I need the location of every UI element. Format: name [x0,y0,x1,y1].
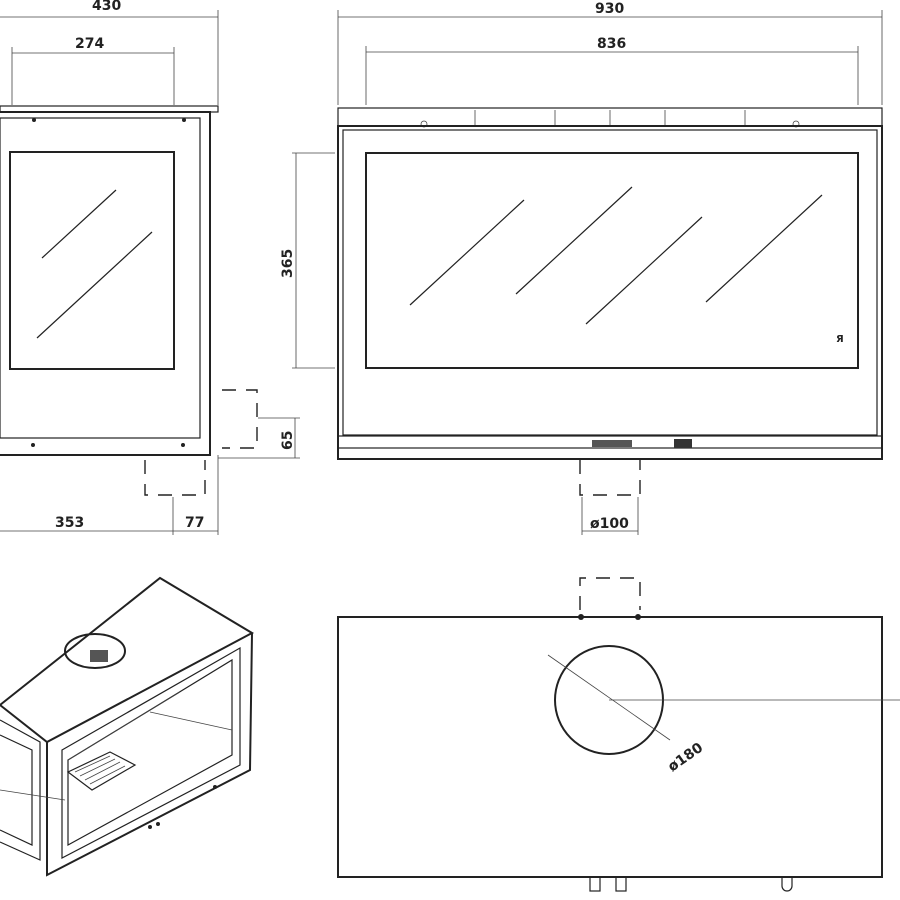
dim-flue-diameter: ø100 [590,516,629,532]
dim-side-width: 430 [92,0,121,14]
top-view: ø180 [337,577,900,892]
dim-front-width: 930 [595,1,624,17]
side-view: 430 274 65 353 77 [0,0,300,535]
isometric-view [0,576,255,877]
brand-mark: Я [836,334,844,345]
dim-flue-offset-height: 65 [280,431,296,450]
front-view: 930 836 Я 365 ø100 [280,1,883,535]
dim-glass-height: 365 [280,249,296,278]
dim-side-depth: 353 [55,515,84,531]
dim-front-inner-width: 836 [597,36,626,52]
dim-flue-to-back: 77 [185,515,204,531]
dim-top-outlet-diameter: ø180 [665,740,706,776]
dim-side-inner-width: 274 [75,36,104,52]
